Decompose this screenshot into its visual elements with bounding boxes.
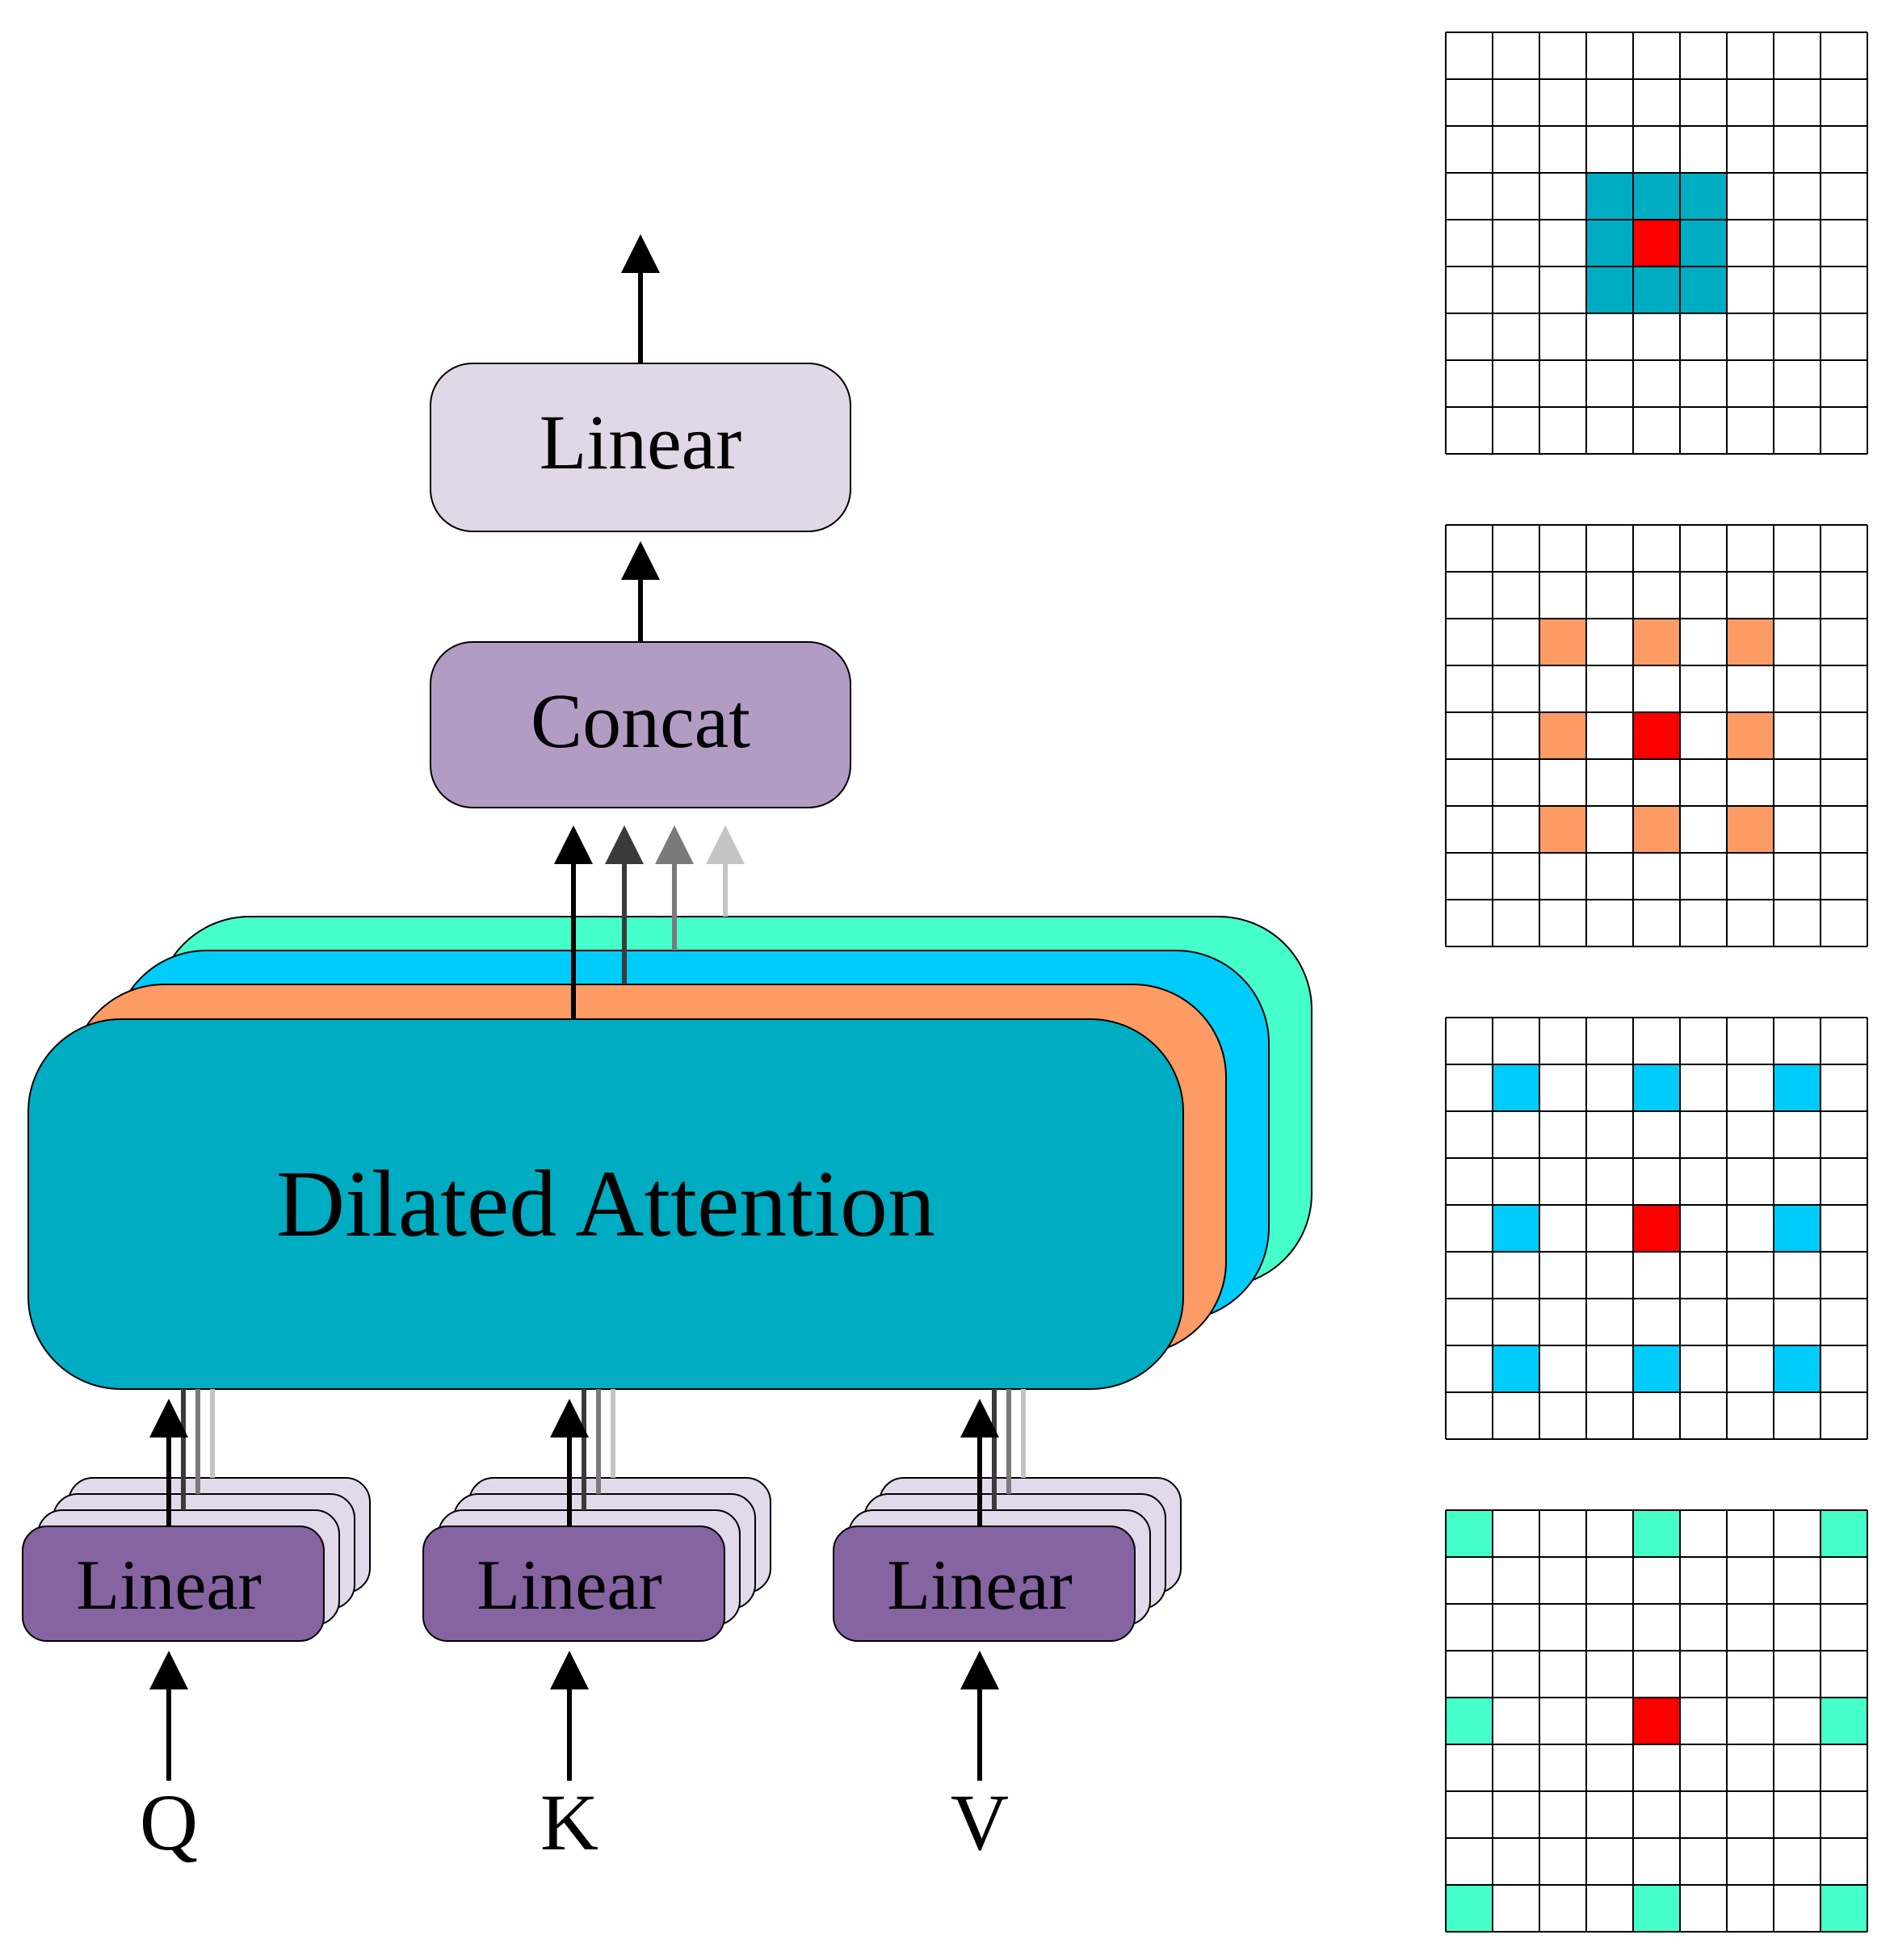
- grid-highlight-cell: [1727, 619, 1774, 665]
- grid-highlight-cell: [1633, 267, 1680, 313]
- grid-highlight-cell: [1680, 267, 1727, 313]
- grid-highlight-cell: [1586, 220, 1633, 267]
- grid-highlight-cell: [1821, 1698, 1867, 1744]
- linear-v-label: Linear: [887, 1547, 1073, 1625]
- output-linear-box: [430, 363, 851, 532]
- grid-highlight-cell: [1633, 1064, 1680, 1111]
- grid-highlight-cell: [1680, 220, 1727, 267]
- grid-highlight-cell: [1446, 1885, 1493, 1932]
- dilation-grid-4: [1445, 1509, 1868, 1933]
- grid-highlight-cell: [1539, 619, 1586, 665]
- dilated-attention-box: [27, 1018, 1184, 1390]
- grid-highlight-cell: [1586, 173, 1633, 220]
- grid-center-cell: [1633, 1698, 1680, 1744]
- input-q-label: Q: [140, 1777, 198, 1867]
- dilated-attention-label: Dilated Attention: [276, 1151, 935, 1257]
- grid-highlight-cell: [1539, 712, 1586, 759]
- grid-highlight-cell: [1633, 806, 1680, 853]
- grid-highlight-cell: [1586, 267, 1633, 313]
- linear-k-box: [422, 1526, 725, 1642]
- concat-label: Concat: [531, 678, 750, 764]
- linear-q-label: Linear: [76, 1547, 262, 1625]
- linear-k-label: Linear: [477, 1547, 662, 1625]
- dilation-grid-1: [1445, 31, 1868, 455]
- grid-highlight-cell: [1633, 173, 1680, 220]
- grid-highlight-cell: [1727, 806, 1774, 853]
- grid-center-cell: [1633, 712, 1680, 759]
- grid-highlight-cell: [1633, 1345, 1680, 1392]
- linear-q-box: [22, 1526, 325, 1642]
- grid-highlight-cell: [1493, 1205, 1539, 1252]
- grid-center-cell: [1633, 220, 1680, 267]
- output-linear-block: Linear: [430, 363, 851, 532]
- dilation-grid-3: [1445, 1017, 1868, 1440]
- grid-highlight-cell: [1774, 1345, 1821, 1392]
- output-linear-label: Linear: [540, 399, 742, 485]
- grid-highlight-cell: [1446, 1510, 1493, 1557]
- grid-highlight-cell: [1633, 1510, 1680, 1557]
- concat-block: Concat: [430, 641, 851, 808]
- grid-highlight-cell: [1680, 173, 1727, 220]
- grid-highlight-cell: [1821, 1885, 1867, 1932]
- linear-v-box: [833, 1526, 1136, 1642]
- dilation-grid-group: [1445, 31, 1868, 1933]
- input-v-label: V: [951, 1777, 1009, 1867]
- grid-highlight-cell: [1446, 1698, 1493, 1744]
- grid-highlight-cell: [1774, 1205, 1821, 1252]
- grid-highlight-cell: [1821, 1510, 1867, 1557]
- grid-center-cell: [1633, 1205, 1680, 1252]
- grid-highlight-cell: [1633, 619, 1680, 665]
- grid-highlight-cell: [1493, 1345, 1539, 1392]
- grid-highlight-cell: [1633, 1885, 1680, 1932]
- grid-highlight-cell: [1727, 712, 1774, 759]
- dilation-grid-2: [1445, 524, 1868, 947]
- grid-highlight-cell: [1493, 1064, 1539, 1111]
- input-k-label: K: [540, 1777, 598, 1867]
- concat-box: [430, 641, 851, 808]
- dilated-attention-block: Dilated Attention: [27, 1018, 1184, 1390]
- grid-highlight-cell: [1539, 806, 1586, 853]
- grid-highlight-cell: [1774, 1064, 1821, 1111]
